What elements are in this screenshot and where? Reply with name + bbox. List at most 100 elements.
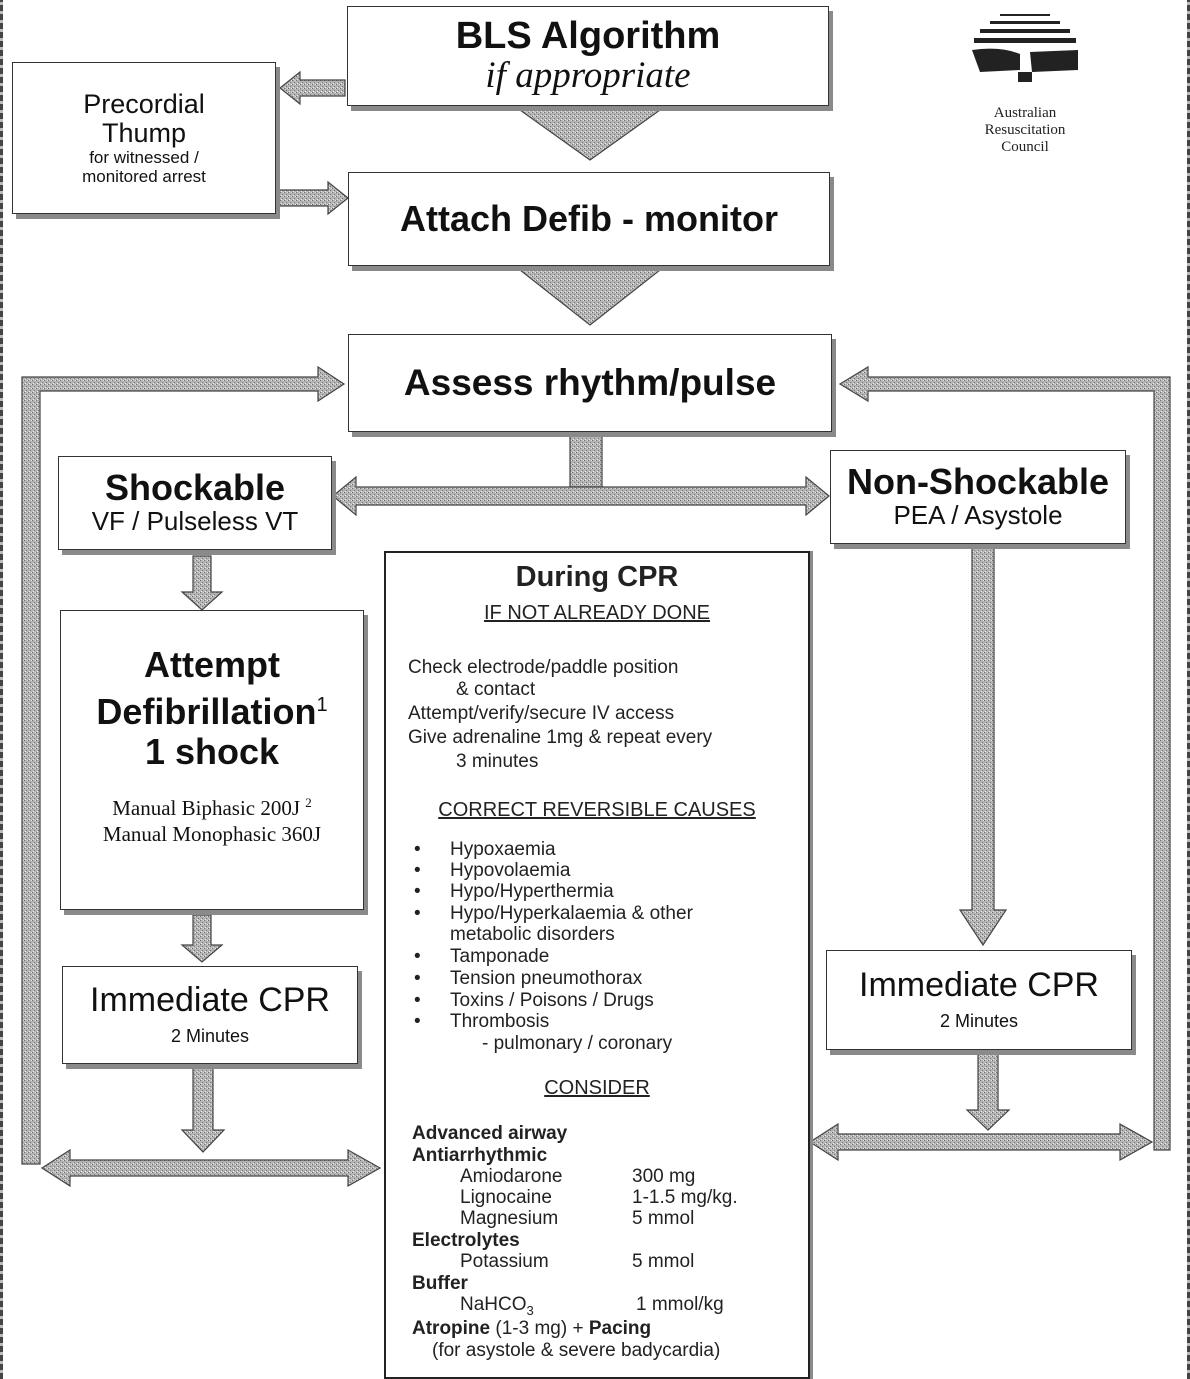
atropine-dose: (1-3 mg) + [490, 1318, 589, 1339]
assess-label: Assess rhythm/pulse [403, 361, 777, 403]
arrow-cpr-left-down [180, 1064, 226, 1153]
check-iv-access: Attempt/verify/secure IV access [408, 703, 675, 724]
attempt-line3: 1 shock [144, 731, 280, 772]
bullet: • [414, 903, 421, 924]
arrow-nonshock-to-cpr [958, 546, 1008, 947]
attempt-footnote-1: 1 [316, 694, 328, 716]
during-cpr-title: During CPR [515, 561, 679, 593]
drug-dose: 5 mmol [632, 1251, 695, 1272]
nahco3-text: NaHCO [460, 1294, 527, 1315]
cpr-left-title: Immediate CPR [90, 980, 330, 1019]
cause-text: Hypo/Hyperkalaemia & other [450, 903, 693, 924]
attempt-footnote-2: 2 [305, 795, 312, 810]
attempt-line2-text: Defibrillation [96, 691, 317, 732]
bullet: • [414, 860, 421, 881]
check-adrenaline-cont: 3 minutes [456, 751, 539, 772]
thump-title-2: Thump [101, 118, 187, 148]
cause-text-cont: metabolic disorders [450, 924, 615, 945]
cause-text: Tension pneumothorax [450, 968, 643, 989]
section-reversible-causes: CORRECT REVERSIBLE CAUSES [438, 799, 756, 821]
attempt-line1: Attempt [144, 644, 280, 685]
consider-electrolytes: Electrolytes [412, 1230, 520, 1251]
drug-dose: 1 mmol/kg [636, 1294, 724, 1315]
section-not-done: IF NOT ALREADY DONE [484, 602, 710, 624]
biphasic-line: Manual Biphasic 200J 2 [61, 790, 363, 821]
attach-defib-box: Attach Defib - monitor [348, 172, 830, 266]
arrow-branch-double [332, 475, 830, 517]
cause-text: Hypovolaemia [450, 860, 571, 881]
bullet: • [414, 1011, 421, 1032]
cause-text-cont: - pulmonary / coronary [482, 1033, 673, 1054]
drug-name: Magnesium [460, 1208, 559, 1229]
atropine-note: (for asystole & severe badycardia) [432, 1340, 721, 1361]
arrow-defib-to-assess [518, 269, 662, 326]
immediate-cpr-right-box: Immediate CPR 2 Minutes [826, 950, 1132, 1050]
cpr-right-duration: 2 Minutes [939, 1011, 1019, 1032]
consider-airway: Advanced airway [412, 1123, 568, 1144]
right-page-edge [1187, 0, 1190, 1379]
monophasic-line: Manual Monophasic 360J [102, 822, 322, 846]
drug-dose: 300 mg [632, 1166, 696, 1187]
precordial-thump-box: Precordial Thump for witnessed / monitor… [12, 62, 276, 214]
non-shockable-subtitle: PEA / Asystole [893, 500, 1063, 531]
cpr-left-duration: 2 Minutes [170, 1026, 250, 1047]
cpr-right-title: Immediate CPR [859, 965, 1099, 1004]
thump-note-1: for witnessed / [89, 148, 199, 167]
section-consider: CONSIDER [544, 1077, 650, 1099]
shockable-box: Shockable VF / Pulseless VT [58, 456, 332, 550]
cause-text: Toxins / Poisons / Drugs [450, 990, 654, 1011]
during-cpr-panel: During CPR IF NOT ALREADY DONE Check ele… [384, 551, 810, 1379]
arrow-assess-stem [569, 431, 603, 488]
cause-text: Hypoxaemia [450, 839, 556, 860]
consider-atropine: Atropine (1-3 mg) + Pacing [412, 1318, 651, 1340]
consider-antiarrhythmic: Antiarrhythmic [412, 1145, 548, 1166]
bls-subtitle: if appropriate [485, 54, 691, 96]
arrow-bls-to-defib [518, 109, 662, 161]
bullet: • [414, 946, 421, 967]
arc-logo-line3: Council [1001, 139, 1049, 155]
nahco3-sub: 3 [526, 1302, 534, 1318]
attempt-defibrillation-box: Attempt Defibrillation1 1 shock Manual B… [60, 610, 364, 910]
drug-dose: 1-1.5 mg/kg. [632, 1187, 738, 1208]
biphasic-text: Manual Biphasic 200J [112, 796, 301, 820]
cause-text: Tamponade [450, 946, 550, 967]
arrow-shockable-to-attempt [180, 555, 224, 611]
bullet: • [414, 839, 421, 860]
check-electrode: Check electrode/paddle position [408, 657, 679, 678]
arrow-attempt-to-cpr [180, 914, 224, 963]
non-shockable-title: Non-Shockable [846, 460, 1110, 502]
assess-rhythm-box: Assess rhythm/pulse [348, 334, 832, 432]
arc-logo-line2: Resuscitation [984, 122, 1066, 138]
drug-name: Potassium [460, 1251, 549, 1272]
bullet: • [414, 990, 421, 1011]
check-electrode-cont: & contact [456, 679, 536, 700]
left-page-edge [0, 0, 3, 1379]
arc-emblem-icon [972, 14, 1078, 82]
arc-logo: Australian Resuscitation Council [950, 10, 1100, 160]
arrow-bottom-right-double [808, 1122, 1154, 1162]
bls-title: BLS Algorithm [455, 14, 721, 57]
cause-text: Thrombosis [450, 1011, 550, 1032]
thump-note-2: monitored arrest [82, 167, 206, 186]
bullet: • [414, 968, 421, 989]
drug-name: Amiodarone [460, 1166, 563, 1187]
arrow-bls-to-thump [279, 70, 346, 106]
attach-defib-label: Attach Defib - monitor [400, 198, 778, 240]
arc-logo-line1: Australian [993, 105, 1057, 121]
arrow-thump-to-defib [275, 180, 349, 216]
attempt-line2: Defibrillation1 [61, 685, 363, 732]
bls-algorithm-box: BLS Algorithm if appropriate [347, 6, 829, 106]
bullet: • [414, 881, 421, 902]
arrow-bottom-left-double [40, 1148, 382, 1188]
shockable-title: Shockable [104, 466, 286, 508]
drug-dose: 5 mmol [632, 1208, 695, 1229]
shockable-subtitle: VF / Pulseless VT [91, 506, 299, 537]
cause-text: Hypo/Hyperthermia [450, 881, 614, 902]
consider-buffer: Buffer [412, 1273, 468, 1294]
arrow-cpr-right-down [965, 1049, 1011, 1131]
non-shockable-box: Non-Shockable PEA / Asystole [830, 450, 1126, 544]
thump-title-1: Precordial [83, 89, 205, 119]
check-adrenaline: Give adrenaline 1mg & repeat every [408, 727, 713, 748]
drug-name: NaHCO3 [460, 1294, 534, 1318]
immediate-cpr-left-box: Immediate CPR 2 Minutes [62, 966, 358, 1064]
